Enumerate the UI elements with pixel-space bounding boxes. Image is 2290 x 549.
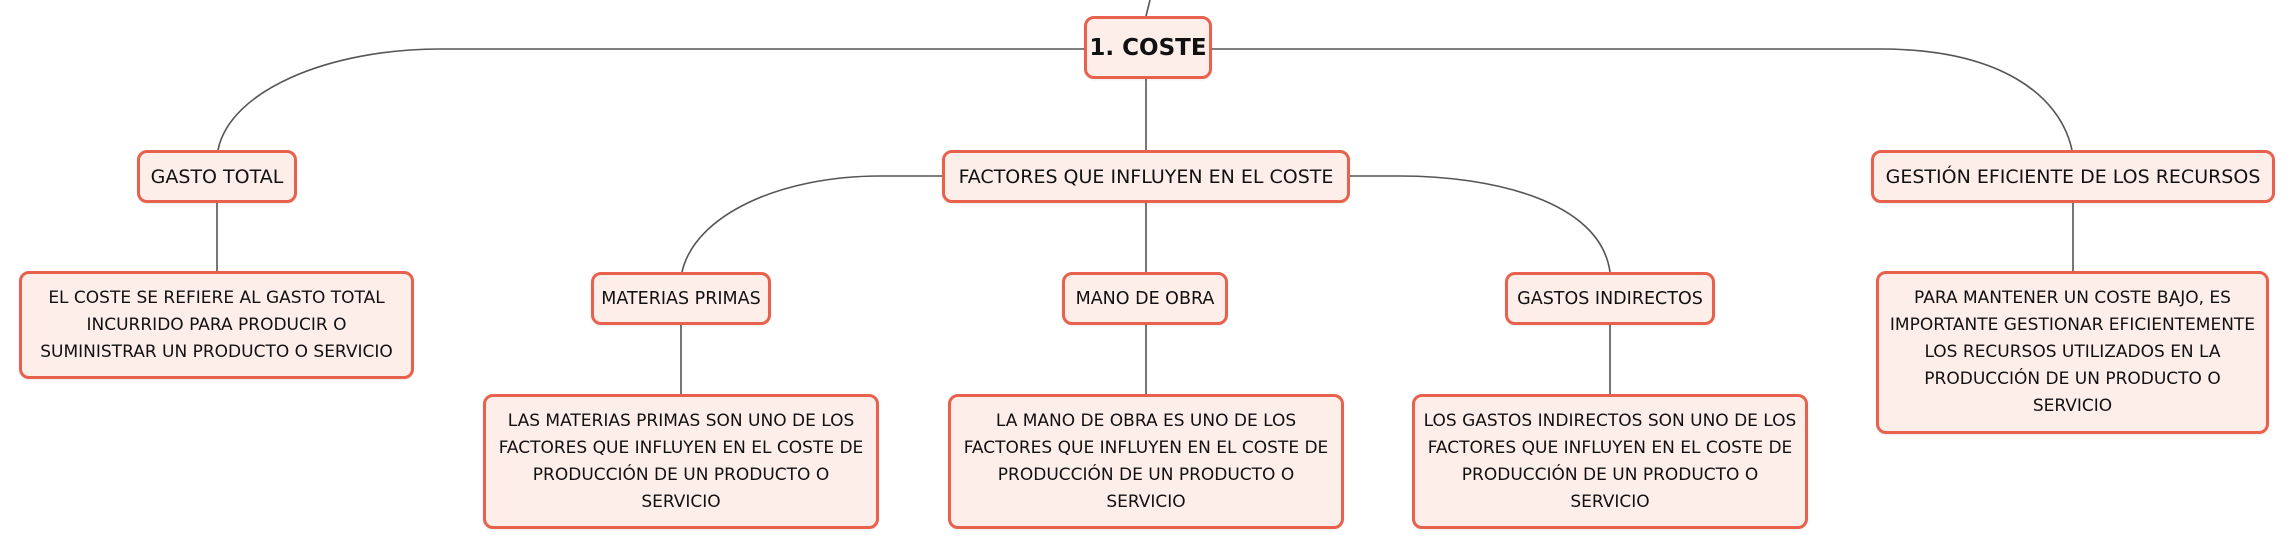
desc-gastos-indirectos[interactable]: LOS GASTOS INDIRECTOS SON UNO DE LOS FAC… [1412,394,1808,529]
node-gasto-total[interactable]: GASTO TOTAL [137,150,297,203]
node-factores[interactable]: FACTORES QUE INFLUYEN EN EL COSTE [942,150,1350,203]
node-gestion[interactable]: GESTIÓN EFICIENTE DE LOS RECURSOS [1871,150,2275,203]
node-gastos-indirectos[interactable]: GASTOS INDIRECTOS [1505,272,1715,325]
connector-root-gasto-total [217,48,1084,151]
desc-gestion[interactable]: PARA MANTENER UN COSTE BAJO, ES IMPORTAN… [1876,271,2269,434]
connector-root-gestion [1212,48,2073,151]
desc-gasto-total[interactable]: EL COSTE SE REFIERE AL GASTO TOTAL INCUR… [19,271,414,379]
desc-mano-de-obra[interactable]: LA MANO DE OBRA ES UNO DE LOS FACTORES Q… [948,394,1344,529]
desc-materias-primas[interactable]: LAS MATERIAS PRIMAS SON UNO DE LOS FACTO… [483,394,879,529]
node-mano-de-obra[interactable]: MANO DE OBRA [1062,272,1228,325]
connector-factores-materias [681,175,942,273]
connector-parent-to-root [1145,0,1151,17]
connector-factores-gastos [1350,175,1611,273]
root-node[interactable]: 1. COSTE [1084,16,1212,79]
node-materias-primas[interactable]: MATERIAS PRIMAS [591,272,771,325]
